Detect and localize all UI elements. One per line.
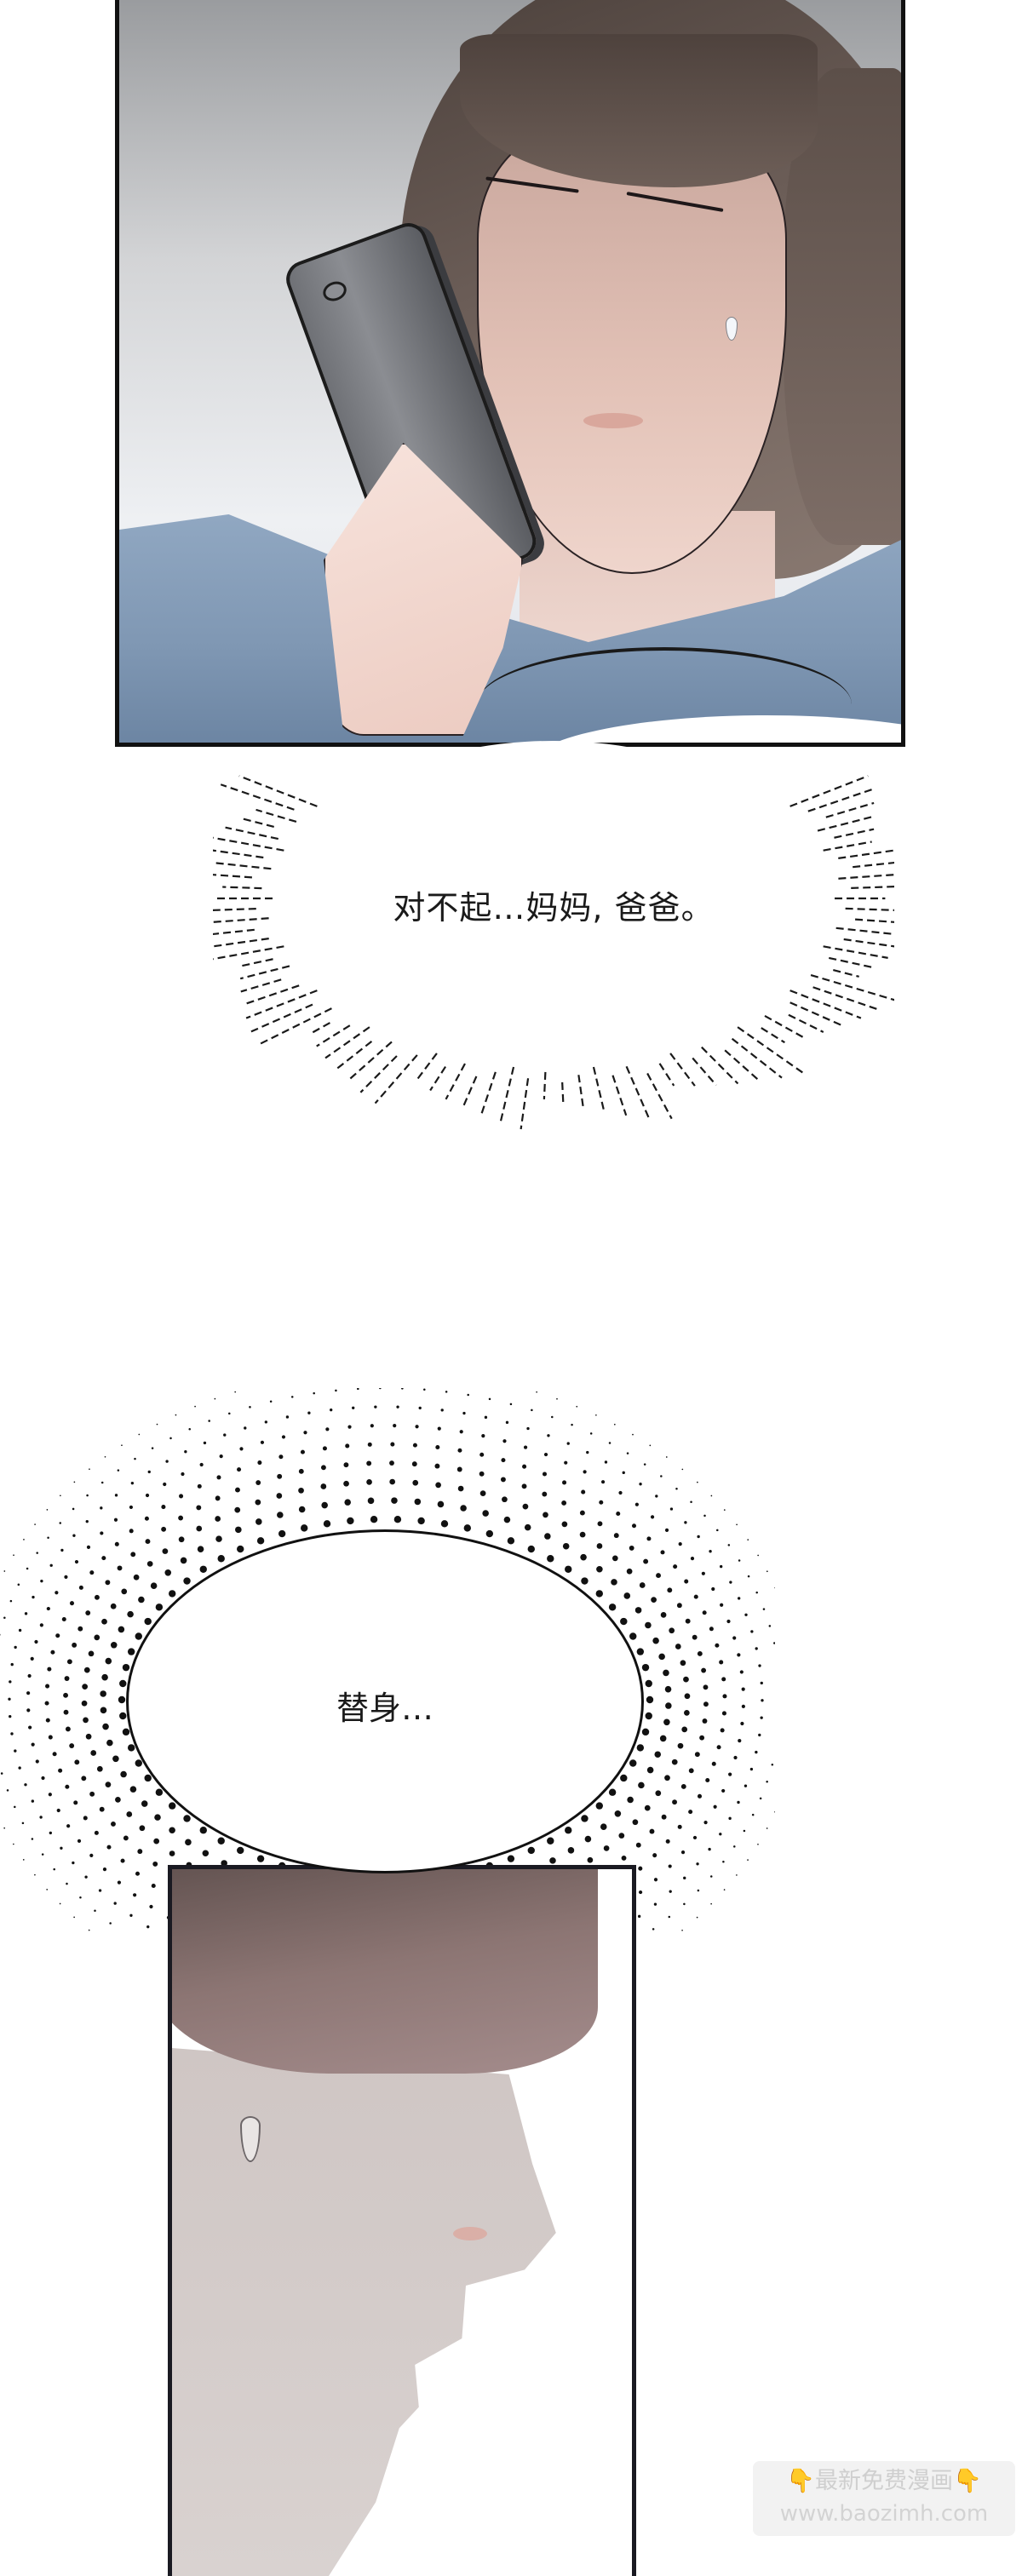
comic-panel-1 — [115, 0, 905, 747]
comic-panel-2 — [168, 1865, 636, 2576]
speech-bubble-1-text: 对不起…妈妈, 爸爸。 — [281, 881, 826, 928]
watermark-url[interactable]: www.baozimh.com — [753, 2499, 1015, 2529]
pointing-down-icon: 👇 — [786, 2468, 815, 2494]
pointing-down-icon: 👇 — [953, 2468, 982, 2494]
speech-bubble-2-text: 替身… — [126, 1682, 644, 1729]
lips — [583, 413, 643, 428]
watermark-line-1: 👇最新免费漫画👇 — [753, 2464, 1015, 2499]
camera-lens-icon — [320, 278, 349, 304]
face-profile — [172, 2048, 564, 2576]
lip-shading — [453, 2227, 487, 2240]
watermark-banner[interactable]: 👇最新免费漫画👇 www.baozimh.com — [753, 2461, 1015, 2536]
watermark-title: 最新免费漫画 — [815, 2468, 953, 2494]
hair — [168, 1865, 598, 2074]
